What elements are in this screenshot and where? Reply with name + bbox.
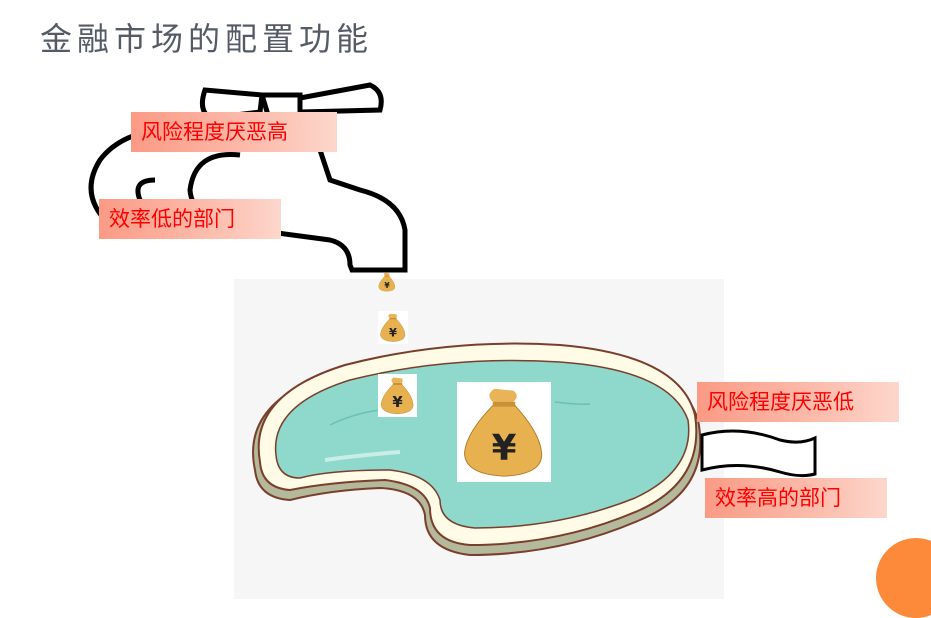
money-bag-icon (457, 382, 551, 482)
money-bag-icon (378, 374, 417, 417)
label-source-efficiency: 效率低的部门 (99, 199, 281, 239)
label-target-risk: 风险程度厌恶低 (697, 382, 899, 422)
slide-title: 金融市场的配置功能 (40, 20, 374, 58)
label-source-risk: 风险程度厌恶高 (131, 112, 337, 152)
outflow-pipe-icon (700, 429, 817, 478)
money-bag-icon (377, 272, 397, 292)
money-bag-icon (378, 311, 408, 344)
label-target-efficiency: 效率高的部门 (705, 478, 887, 518)
